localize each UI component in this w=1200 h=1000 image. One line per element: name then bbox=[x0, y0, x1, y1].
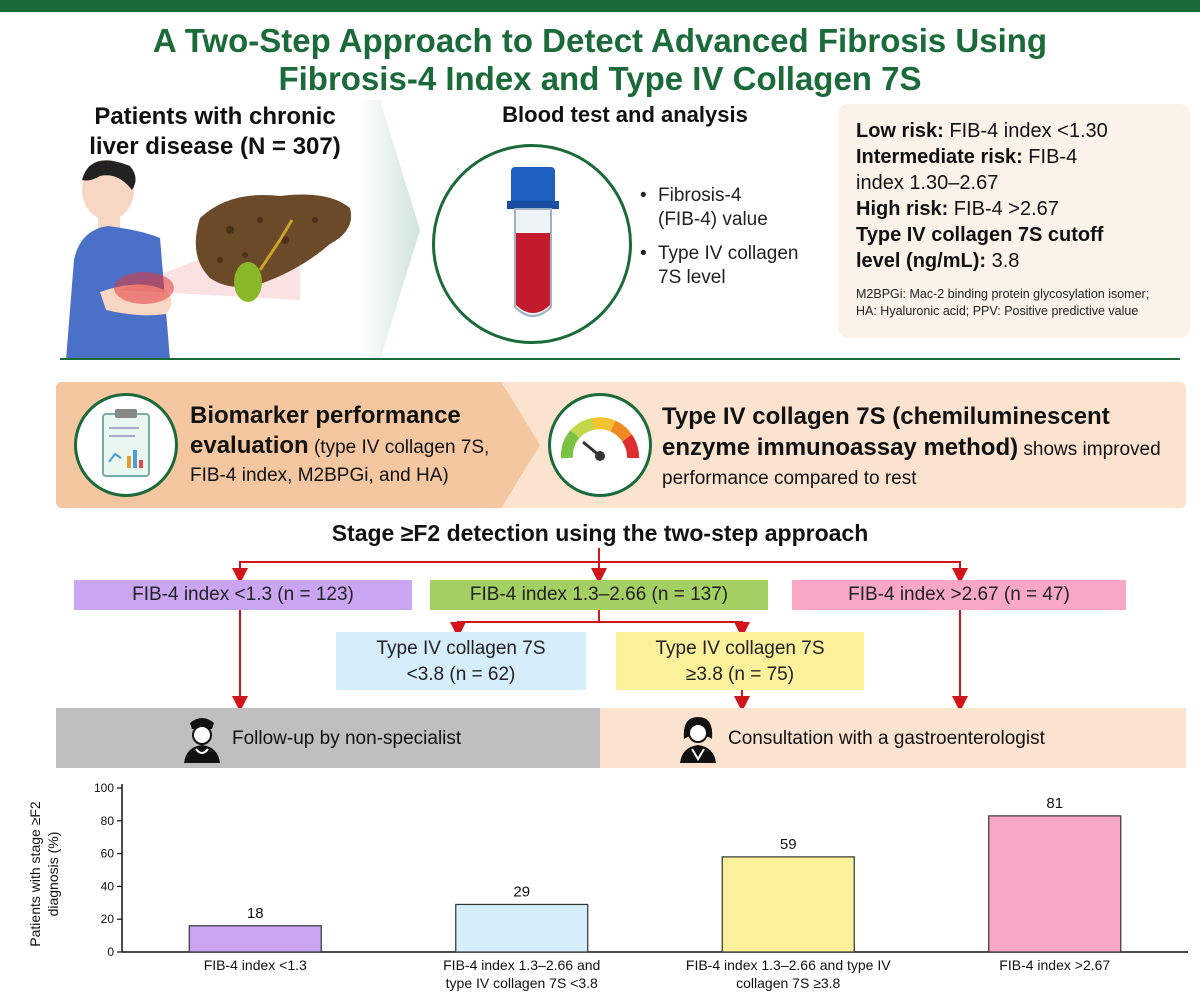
box-fib4-mid: FIB-4 index 1.3–2.66 (n = 137) bbox=[430, 580, 768, 610]
y-tick-label: 100 bbox=[94, 781, 114, 795]
blood-test-title: Blood test and analysis bbox=[502, 102, 748, 127]
performance-text: Biomarker performance evaluation (type I… bbox=[190, 402, 490, 486]
blood-test-bullets: Fibrosis-4 (FIB-4) value Type IV collage… bbox=[640, 184, 840, 300]
x-category-label: type IV collagen 7S <3.8 bbox=[446, 975, 598, 991]
x-category-label: FIB-4 index 1.3–2.66 and bbox=[443, 957, 600, 973]
pain-glow-icon bbox=[114, 272, 174, 304]
bullet-fib4: Fibrosis-4 (FIB-4) value bbox=[640, 184, 840, 232]
patients-line-2: liver disease (N = 307) bbox=[89, 133, 341, 160]
x-category-label: FIB-4 index <1.3 bbox=[204, 957, 307, 973]
hair-icon bbox=[82, 160, 136, 190]
x-category-label: FIB-4 index 1.3–2.66 and type IV bbox=[686, 957, 891, 973]
cutoff-value: level (ng/mL): 3.8 bbox=[856, 250, 1020, 272]
y-axis-label-line-1: Patients with stage ≥F2 bbox=[27, 801, 43, 947]
consultation-label: Consultation with a gastroenterologist bbox=[728, 728, 1045, 749]
bar bbox=[988, 815, 1122, 953]
bar-value-label: 81 bbox=[1046, 795, 1063, 812]
clipboard-icon bbox=[102, 409, 150, 477]
risk-high: High risk: FIB-4 >2.67 bbox=[856, 198, 1059, 220]
patients-title: Patients with chronic liver disease (N =… bbox=[80, 102, 350, 162]
y-tick-label: 40 bbox=[101, 879, 115, 893]
bar bbox=[188, 925, 322, 953]
top-bar bbox=[0, 0, 1200, 12]
risk-intermediate: Intermediate risk: FIB-4 bbox=[856, 146, 1078, 168]
x-category-label: FIB-4 index >2.67 bbox=[999, 957, 1110, 973]
bar bbox=[721, 856, 855, 953]
page-title: A Two-Step Approach to Detect Advanced F… bbox=[0, 22, 1200, 98]
y-tick-label: 80 bbox=[101, 814, 115, 828]
y-axis-label-line-2: diagnosis (%) bbox=[45, 832, 61, 917]
gauge-icon bbox=[560, 417, 639, 461]
nurse-icon bbox=[184, 718, 220, 763]
abbreviation-note: M2BPGi: Mac-2 binding protein glycosylat… bbox=[856, 287, 1150, 318]
risk-definitions-box: Low risk: FIB-4 index <1.30 Intermediate… bbox=[838, 104, 1190, 338]
bar bbox=[455, 903, 589, 953]
box-fib4-high: FIB-4 index >2.67 (n = 47) bbox=[792, 580, 1126, 610]
gauge-icon-circle bbox=[548, 393, 652, 497]
bullet-collagen: Type IV collagen 7S level bbox=[640, 242, 840, 290]
blood-tube-circle bbox=[432, 144, 632, 344]
y-tick-label: 0 bbox=[107, 945, 114, 959]
box-fib4-low: FIB-4 index <1.3 (n = 123) bbox=[74, 580, 412, 610]
clipboard-icon-circle bbox=[74, 393, 178, 497]
risk-low: Low risk: FIB-4 index <1.30 bbox=[856, 120, 1108, 142]
patient-liver-illustration bbox=[66, 160, 352, 360]
box-collagen-high: Type IV collagen 7S ≥3.8 (n = 75) bbox=[616, 632, 864, 690]
patients-line-1: Patients with chronic bbox=[94, 103, 336, 130]
cutoff-label: Type IV collagen 7S cutoff bbox=[856, 224, 1104, 246]
bar-value-label: 18 bbox=[247, 905, 264, 922]
section-divider bbox=[60, 358, 1180, 360]
y-tick-label: 20 bbox=[101, 912, 115, 926]
follow-up-label: Follow-up by non-specialist bbox=[232, 728, 462, 749]
follow-up-band bbox=[56, 708, 600, 768]
bar-value-label: 59 bbox=[780, 836, 797, 853]
chart-y-axis-label: Patients with stage ≥F2 diagnosis (%) bbox=[27, 801, 61, 947]
collagen-text: Type IV collagen 7S (chemiluminescent en… bbox=[662, 403, 1161, 489]
blood-tube-icon bbox=[507, 167, 559, 317]
liver-icon bbox=[195, 194, 352, 287]
box-collagen-low: Type IV collagen 7S <3.8 (n = 62) bbox=[336, 632, 586, 690]
y-tick-label: 60 bbox=[101, 847, 115, 861]
risk-intermediate-2: index 1.30–2.67 bbox=[856, 172, 999, 194]
gallbladder-icon bbox=[234, 262, 262, 302]
bar-value-label: 29 bbox=[513, 883, 530, 900]
flow-chevron bbox=[360, 100, 420, 360]
title-line-2: Fibrosis-4 Index and Type IV Collagen 7S bbox=[278, 60, 922, 97]
doctor-icon bbox=[680, 717, 716, 763]
stage-detection-title: Stage ≥F2 detection using the two-step a… bbox=[331, 520, 869, 546]
title-line-1: A Two-Step Approach to Detect Advanced F… bbox=[152, 22, 1048, 59]
x-category-label: collagen 7S ≥3.8 bbox=[736, 975, 840, 991]
